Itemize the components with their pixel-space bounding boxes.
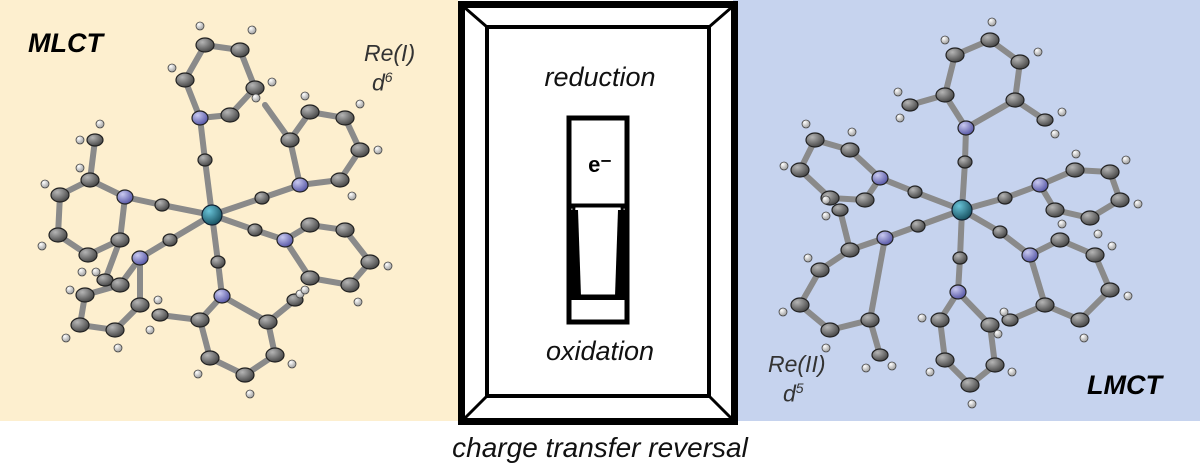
mlct-label: MLCT <box>28 28 103 58</box>
oxidation-label: oxidation <box>545 336 655 366</box>
re-ii-label: Re(II) <box>768 351 826 377</box>
rhenium-atom-right <box>951 199 973 221</box>
d6-label: d6 <box>372 69 393 96</box>
d5-label: d5 <box>783 380 804 407</box>
lmct-molecule <box>778 17 1143 409</box>
rhenium-atom-left <box>201 204 223 226</box>
switch-toggle <box>566 115 630 325</box>
caption: charge transfer reversal <box>452 432 748 463</box>
electron-label: e⁻ <box>588 152 612 177</box>
light-switch <box>458 1 738 425</box>
mlct-molecule <box>37 21 393 399</box>
lmct-label: LMCT <box>1087 370 1162 400</box>
reduction-label: reduction <box>544 62 656 92</box>
re-i-label: Re(I) <box>364 40 416 66</box>
